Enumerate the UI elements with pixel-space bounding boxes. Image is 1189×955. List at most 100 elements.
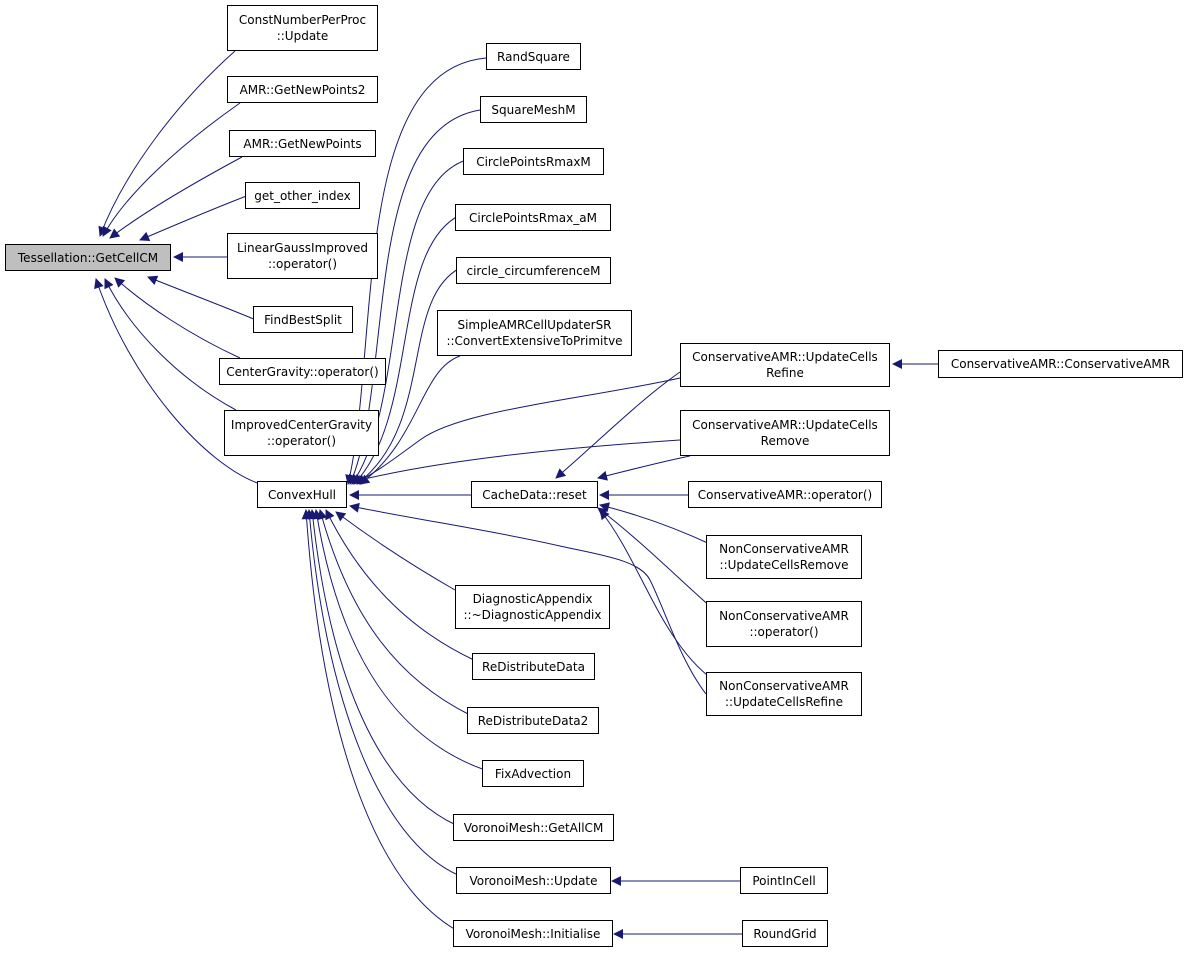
node-label: AMR::GetNewPoints2 (239, 82, 366, 97)
edge-camr_ref-to-ch (355, 377, 681, 484)
edge-ncamr_rem-to-cd (599, 502, 713, 546)
edge-camr_rem-to-ch (351, 439, 681, 485)
node-label: ImprovedCenterGravity (230, 418, 373, 432)
edge-rdd2-to-ch (317, 509, 471, 716)
node-label: VoronoiMesh::Initialise (465, 926, 601, 941)
node-label: ::UpdateCellsRefine (725, 695, 843, 709)
node-fbs[interactable]: FindBestSplit (253, 306, 353, 333)
node-cg[interactable]: CenterGravity::operator() (219, 358, 386, 385)
edge-rdd-to-ch (325, 509, 475, 661)
node-label: ReDistributeData (482, 659, 585, 674)
node-label: ConstNumberPerProc (238, 13, 367, 27)
edge-amr1-to-root (109, 156, 243, 239)
node-label: ::operator() (749, 625, 819, 639)
edge-ncamr_ref-to-ch (349, 502, 707, 695)
node-label: SimpleAMRCellUpdaterSR (457, 318, 612, 332)
node-goi[interactable]: get_other_index (245, 182, 360, 209)
edge-ch-to-root (94, 278, 261, 485)
node-label: ::ConvertExtensiveToPrimitve (446, 334, 623, 348)
edge-amr2-to-root (102, 102, 241, 237)
node-label: get_other_index (254, 188, 351, 203)
edge-dad-to-ch (335, 511, 456, 591)
edge-goi-to-root (139, 194, 250, 242)
node-label: RoundGrid (753, 926, 817, 941)
node-rdd[interactable]: ReDistributeData (472, 653, 595, 680)
node-smm[interactable]: SquareMeshM (480, 96, 587, 123)
node-label: DiagnosticAppendix (472, 592, 593, 606)
node-root: Tessellation::GetCellCM (5, 244, 171, 271)
node-cd[interactable]: CacheData::reset (471, 481, 598, 508)
node-label: ConservativeAMR::operator() (697, 487, 873, 502)
edge-fa-to-ch (312, 509, 486, 771)
node-dad[interactable]: DiagnosticAppendix::~DiagnosticAppendix (455, 585, 610, 629)
node-label: FindBestSplit (264, 312, 342, 327)
node-label: CacheData::reset (482, 487, 587, 502)
node-label: ConservativeAMR::UpdateCells (692, 418, 878, 432)
node-label: ConservativeAMR::UpdateCells (692, 350, 878, 364)
node-ncamr_op[interactable]: NonConservativeAMR::operator() (706, 601, 862, 647)
node-label: VoronoiMesh::Update (469, 873, 598, 888)
node-icg[interactable]: ImprovedCenterGravity::operator() (224, 410, 379, 456)
node-fa[interactable]: FixAdvection (482, 760, 584, 787)
edge-ncamr_op-to-cd (597, 507, 713, 609)
node-label: ::operator() (266, 434, 337, 448)
node-camr_op[interactable]: ConservativeAMR::operator() (688, 481, 882, 508)
node-label: ::Update (276, 29, 329, 43)
node-label: ConservativeAMR::ConservativeAMR (950, 357, 1171, 371)
node-label: ConvexHull (268, 487, 336, 502)
node-camr_ctor[interactable]: ConservativeAMR::ConservativeAMR (938, 350, 1183, 378)
edge-ccm-to-ch (356, 267, 461, 485)
node-label: ::UpdateCellsRemove (719, 558, 849, 572)
node-label: FixAdvection (494, 766, 572, 781)
node-label: SquareMeshM (491, 102, 576, 117)
node-cnpp[interactable]: ConstNumberPerProc::Update (227, 5, 378, 51)
edge-cg-to-root (114, 277, 241, 359)
node-ch[interactable]: ConvexHull (257, 481, 347, 508)
edge-fbs-to-root (147, 275, 257, 321)
node-label: RandSquare (497, 49, 570, 64)
edge-icg-to-root (104, 278, 237, 411)
node-rdd2[interactable]: ReDistributeData2 (467, 707, 599, 734)
node-label: AMR::GetNewPoints (243, 136, 362, 151)
node-label: NonConservativeAMR (719, 542, 849, 556)
edge-vup-to-ch (304, 509, 459, 876)
edge-vini-to-ch (301, 509, 457, 931)
node-pic[interactable]: PointInCell (740, 867, 828, 894)
node-cprm[interactable]: CirclePointsRmaxM (463, 148, 604, 175)
node-label: circle_circumferenceM (466, 263, 601, 278)
node-vini[interactable]: VoronoiMesh::Initialise (453, 920, 613, 947)
node-label: Refine (766, 366, 804, 380)
edge-cnpp-to-root (98, 50, 236, 237)
node-cpra[interactable]: CirclePointsRmax_aM (455, 204, 611, 231)
node-label: NonConservativeAMR (719, 609, 849, 623)
node-amr1[interactable]: AMR::GetNewPoints (229, 130, 376, 157)
node-lgi[interactable]: LinearGaussImproved::operator() (227, 233, 378, 279)
node-label: CenterGravity::operator() (226, 364, 379, 379)
node-label: ::operator() (267, 257, 338, 271)
node-vgac[interactable]: VoronoiMesh::GetAllCM (453, 814, 614, 841)
node-label: Tessellation::GetCellCM (17, 250, 159, 265)
node-amr2[interactable]: AMR::GetNewPoints2 (227, 76, 378, 103)
node-rsq[interactable]: RandSquare (486, 43, 581, 70)
node-samr[interactable]: SimpleAMRCellUpdaterSR::ConvertExtensive… (437, 310, 632, 356)
node-ccm[interactable]: circle_circumferenceM (456, 257, 611, 284)
node-label: VoronoiMesh::GetAllCM (463, 820, 604, 835)
node-rg[interactable]: RoundGrid (742, 920, 828, 947)
edge-vgac-to-ch (307, 509, 457, 826)
node-ncamr_rem[interactable]: NonConservativeAMR::UpdateCellsRemove (706, 535, 862, 579)
node-vup[interactable]: VoronoiMesh::Update (456, 867, 611, 894)
node-label: ReDistributeData2 (477, 713, 589, 728)
node-ncamr_ref[interactable]: NonConservativeAMR::UpdateCellsRefine (706, 672, 862, 716)
edge-camr_ref-to-cd (555, 371, 681, 479)
edge-ncamr_ref-to-cd (599, 509, 713, 680)
node-label: CirclePointsRmax_aM (469, 210, 597, 225)
node-label: CirclePointsRmaxM (476, 154, 591, 169)
node-label: PointInCell (752, 873, 816, 888)
node-label: LinearGaussImproved (236, 241, 368, 255)
node-label: Remove (760, 434, 810, 448)
edge-samr-to-ch (359, 355, 461, 485)
